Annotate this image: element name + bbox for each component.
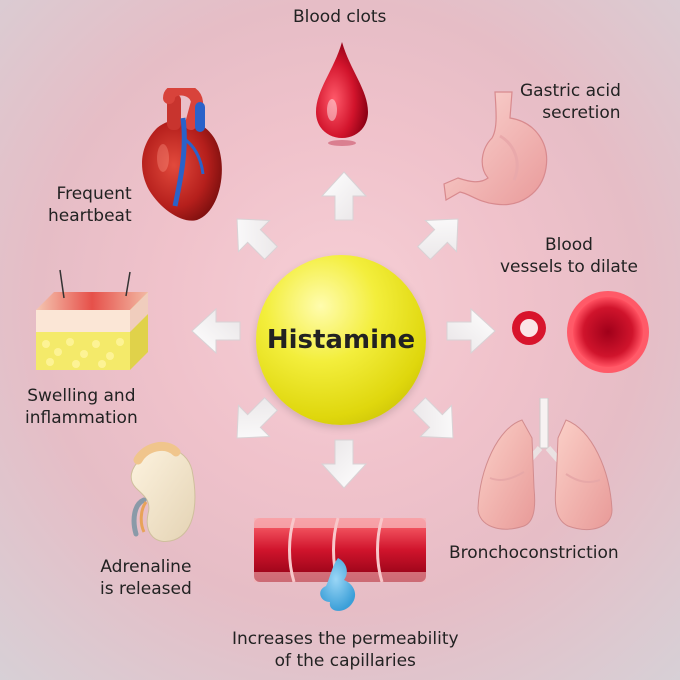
label-capillaries-line1: Increases the permeability (232, 629, 459, 649)
arrow-down (318, 438, 370, 490)
label-vessels-line1: Blood (544, 235, 593, 255)
label-capillaries-line2: of the capillaries (274, 651, 416, 671)
arrow-down-right (399, 384, 473, 458)
label-swelling-line2: inflammation (25, 408, 138, 428)
arrow-right (445, 305, 497, 357)
lungs-icon (470, 398, 620, 538)
label-gastric-acid: Gastric acid secretion (520, 80, 621, 124)
label-bronchoconstriction: Bronchoconstriction (449, 543, 619, 563)
blood-vessel-icon (508, 290, 658, 374)
label-swelling-line1: Swelling and (27, 386, 136, 406)
histamine-label: Histamine (266, 325, 416, 355)
label-gastric-line2: secretion (542, 103, 621, 123)
stomach-icon (440, 88, 555, 218)
label-heartbeat-line1: Frequent (56, 184, 132, 204)
histamine-center: Histamine (256, 255, 426, 425)
label-adrenaline-line1: Adrenaline (100, 557, 192, 577)
label-adrenaline-line2: is released (100, 579, 192, 599)
capillary-icon (250, 508, 432, 620)
label-capillaries: Increases the permeability of the capill… (232, 628, 459, 672)
arrow-up-left (217, 199, 291, 273)
skin-icon (30, 268, 150, 378)
arrow-up-right (404, 199, 478, 273)
arrow-up (318, 170, 370, 222)
kidney-icon (122, 440, 202, 545)
label-frequent-heartbeat: Frequent heartbeat (48, 183, 132, 227)
label-heartbeat-line2: heartbeat (48, 206, 132, 226)
label-gastric-line1: Gastric acid (520, 81, 621, 101)
label-adrenaline: Adrenaline is released (100, 556, 192, 600)
arrow-left (190, 305, 242, 357)
heart-icon (135, 88, 230, 228)
label-swelling: Swelling and inflammation (25, 385, 138, 429)
label-blood-vessels: Blood vessels to dilate (500, 234, 638, 278)
label-blood-clots: Blood clots (293, 7, 387, 27)
blood-drop-icon (312, 40, 372, 148)
label-vessels-line2: vessels to dilate (500, 257, 638, 277)
arrow-down-left (217, 384, 291, 458)
